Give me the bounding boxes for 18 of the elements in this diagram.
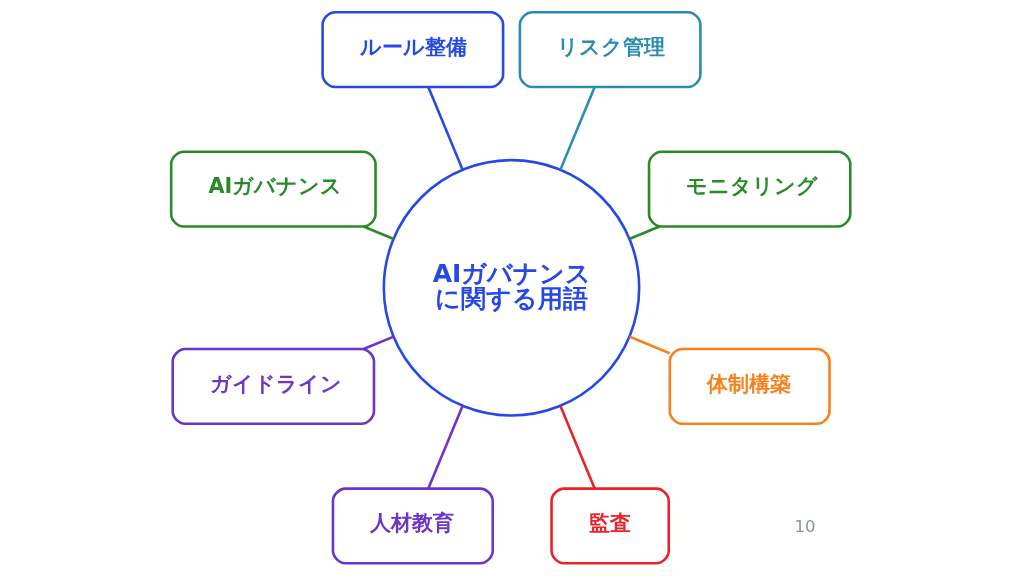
node-box: リスク管理 <box>518 10 702 89</box>
node-box: モニタリング <box>647 150 852 228</box>
node-circle: AIガバナンスに関する用語 <box>382 158 640 417</box>
node-box: ガイドライン <box>170 347 375 426</box>
connector <box>426 86 464 171</box>
connector <box>362 335 394 351</box>
node-box: 人材教育 <box>331 487 494 565</box>
label: 10 <box>794 517 816 537</box>
node-box: 監査 <box>549 487 670 565</box>
connector <box>628 225 660 241</box>
node-box: AIガバナンス <box>169 150 377 228</box>
connector <box>558 86 596 171</box>
connector <box>558 405 596 489</box>
node-box: ルール整備 <box>320 10 504 89</box>
connector <box>628 335 670 355</box>
connector <box>426 405 464 489</box>
connector <box>362 225 394 241</box>
node-box: 体制構築 <box>667 347 831 426</box>
